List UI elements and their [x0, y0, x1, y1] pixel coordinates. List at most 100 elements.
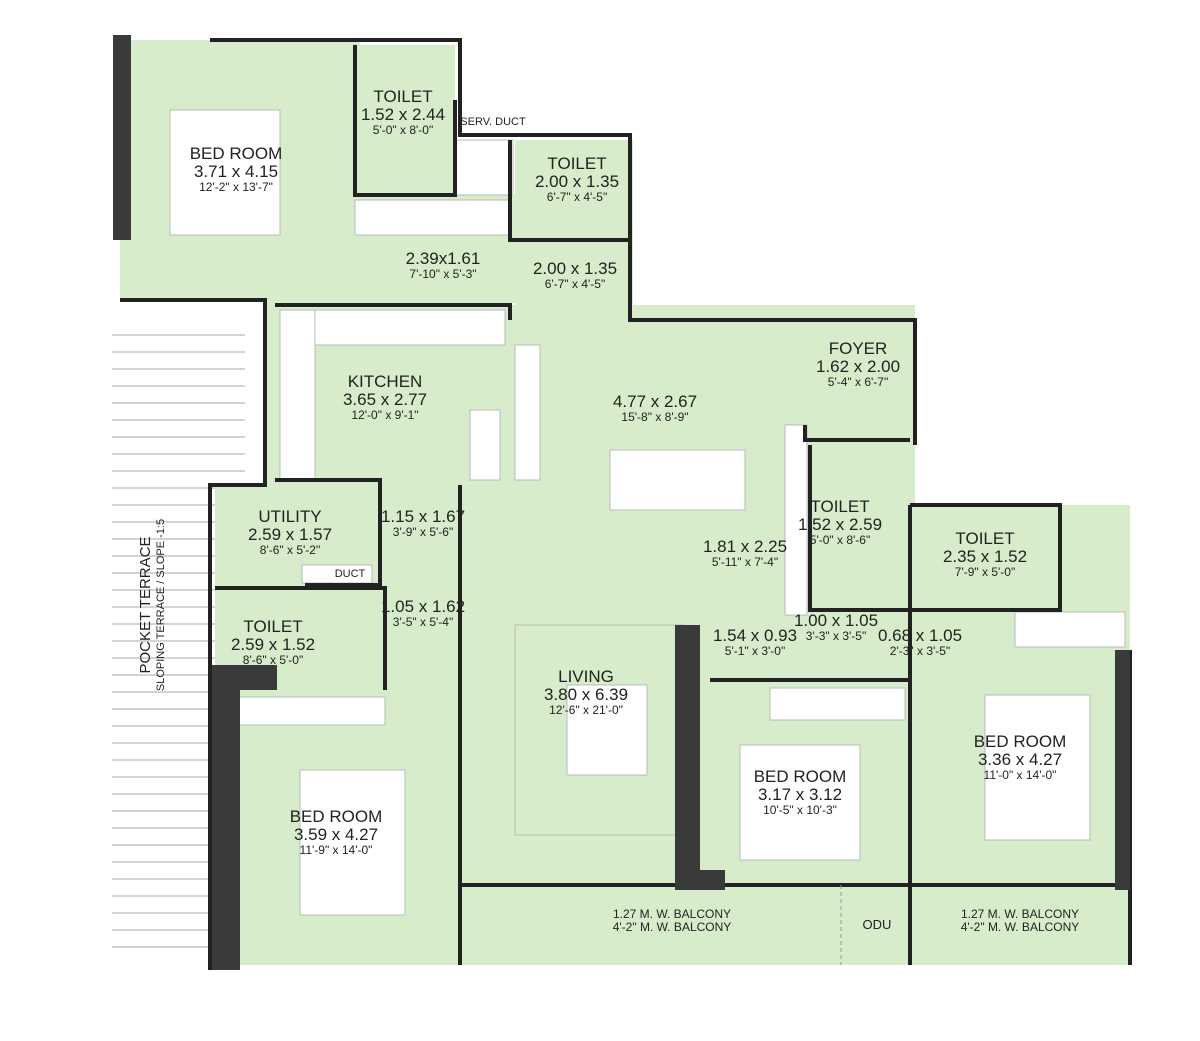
room-metric: 3.17 x 3.12	[757, 784, 843, 804]
room-metric: 1.81 x 2.25	[702, 537, 788, 556]
bed	[984, 694, 1091, 841]
coffee-table	[566, 684, 648, 776]
room-imperial: 8'-6" x 5'-0"	[242, 652, 304, 667]
walls	[120, 38, 1132, 970]
room-imperial: 3'-9" x 5'-6"	[392, 524, 454, 539]
room-name: TOILET	[810, 497, 870, 516]
room-name: TOILET	[243, 617, 303, 636]
wardrobe-grille	[769, 687, 906, 721]
room-imperial: 5'-1" x 3'-0"	[724, 643, 786, 658]
balcony-2-label: 1.27 M. W. BALCONY 4'-2" M. W. BALCONY	[960, 907, 1080, 934]
room-imperial: 12'-6" x 21'-0"	[549, 702, 623, 717]
room-name: BED ROOM	[753, 767, 847, 786]
serv-duct-label: SERV. DUCT	[460, 116, 526, 128]
room-name: UTILITY	[258, 507, 322, 526]
room-name: FOYER	[828, 339, 888, 358]
room-imperial: 3'-3" x 3'-5"	[805, 628, 867, 643]
room-imperial: 6'-7" x 4'-5"	[544, 276, 606, 291]
room-metric: 3.36 x 4.27	[977, 749, 1063, 769]
room-metric: 1.05 x 1.62	[380, 597, 466, 616]
shaft-grille	[354, 199, 511, 236]
kitchen-counter	[279, 309, 316, 481]
room-metric: 1.15 x 1.67	[380, 507, 466, 526]
room-imperial: 5'-0" x 8'-0"	[372, 122, 434, 137]
room-imperial: 3'-5" x 5'-4"	[392, 614, 454, 629]
bed	[169, 109, 281, 236]
room-metric: 2.59 x 1.57	[247, 524, 333, 544]
terrace-label: POCKET TERRACE SLOPING TERRACE / SLOPE -…	[137, 518, 167, 692]
room-metric: 1.54 x 0.93	[712, 626, 798, 645]
room-metric: 1.52 x 2.44	[360, 104, 446, 124]
room-metric: 4.77 x 2.67	[612, 392, 698, 411]
room-name: TOILET	[373, 87, 433, 106]
bed	[299, 769, 406, 916]
balcony-area	[460, 885, 1130, 965]
room-metric: 2.00 x 1.35	[534, 171, 620, 191]
bed	[739, 744, 861, 861]
room-name: BED ROOM	[189, 144, 283, 163]
furniture	[169, 109, 1126, 916]
room-imperial: 7'-9" x 5'-0"	[954, 564, 1016, 579]
toilet-1-area	[355, 45, 455, 197]
room-metric: 2.00 x 1.35	[532, 259, 618, 278]
room-name: TOILET	[547, 154, 607, 173]
kitchen-counter	[314, 309, 506, 346]
room-imperial: 11'-9" x 14'-0"	[299, 842, 373, 857]
room-imperial: 6'-7" x 4'-5"	[546, 189, 608, 204]
room-imperial: 12'-2" x 13'-7"	[199, 179, 273, 194]
columns	[113, 35, 1130, 970]
room-metric: 0.68 x 1.05	[877, 626, 963, 645]
room-name: BED ROOM	[973, 732, 1067, 751]
room-metric: 3.65 x 2.77	[342, 389, 428, 409]
room-imperial: 5'-11" x 7'-4"	[711, 554, 779, 569]
room-metric: 3.71 x 4.15	[193, 161, 279, 181]
room-metric: 2.35 x 1.52	[942, 546, 1028, 566]
room-name: LIVING	[558, 667, 614, 686]
cabinet	[514, 344, 541, 481]
serv-duct-box	[454, 139, 514, 196]
dining-table	[609, 449, 746, 511]
wardrobe-grille	[1014, 611, 1126, 648]
room-imperial: 15'-8" x 8'-9"	[621, 409, 689, 424]
duct-label: DUCT	[334, 568, 366, 580]
toilet-2-area	[515, 140, 633, 320]
odu-label: ODU	[862, 917, 892, 932]
cabinet	[784, 424, 808, 616]
room-metric: 2.59 x 1.52	[230, 634, 316, 654]
fridge	[469, 409, 501, 481]
room-imperial: 7'-10" x 5'-3"	[409, 266, 477, 281]
room-imperial: 5'-0" x 8'-6"	[809, 532, 871, 547]
room-metric: 1.00 x 1.05	[793, 611, 879, 630]
room-metric: 2.39x1.61	[405, 249, 481, 268]
room-imperial: 12'-0" x 9'-1"	[351, 407, 419, 422]
room-imperial: 11'-0" x 14'-0"	[983, 767, 1057, 782]
room-metric: 1.52 x 2.59	[797, 514, 883, 534]
room-name: KITCHEN	[347, 372, 423, 391]
room-metric: 1.62 x 2.00	[815, 356, 901, 376]
wardrobe	[231, 696, 386, 726]
balcony-1-label: 1.27 M. W. BALCONY 4'-2" M. W. BALCONY	[612, 907, 732, 934]
room-imperial: 10'-5" x 10'-3"	[763, 802, 837, 817]
